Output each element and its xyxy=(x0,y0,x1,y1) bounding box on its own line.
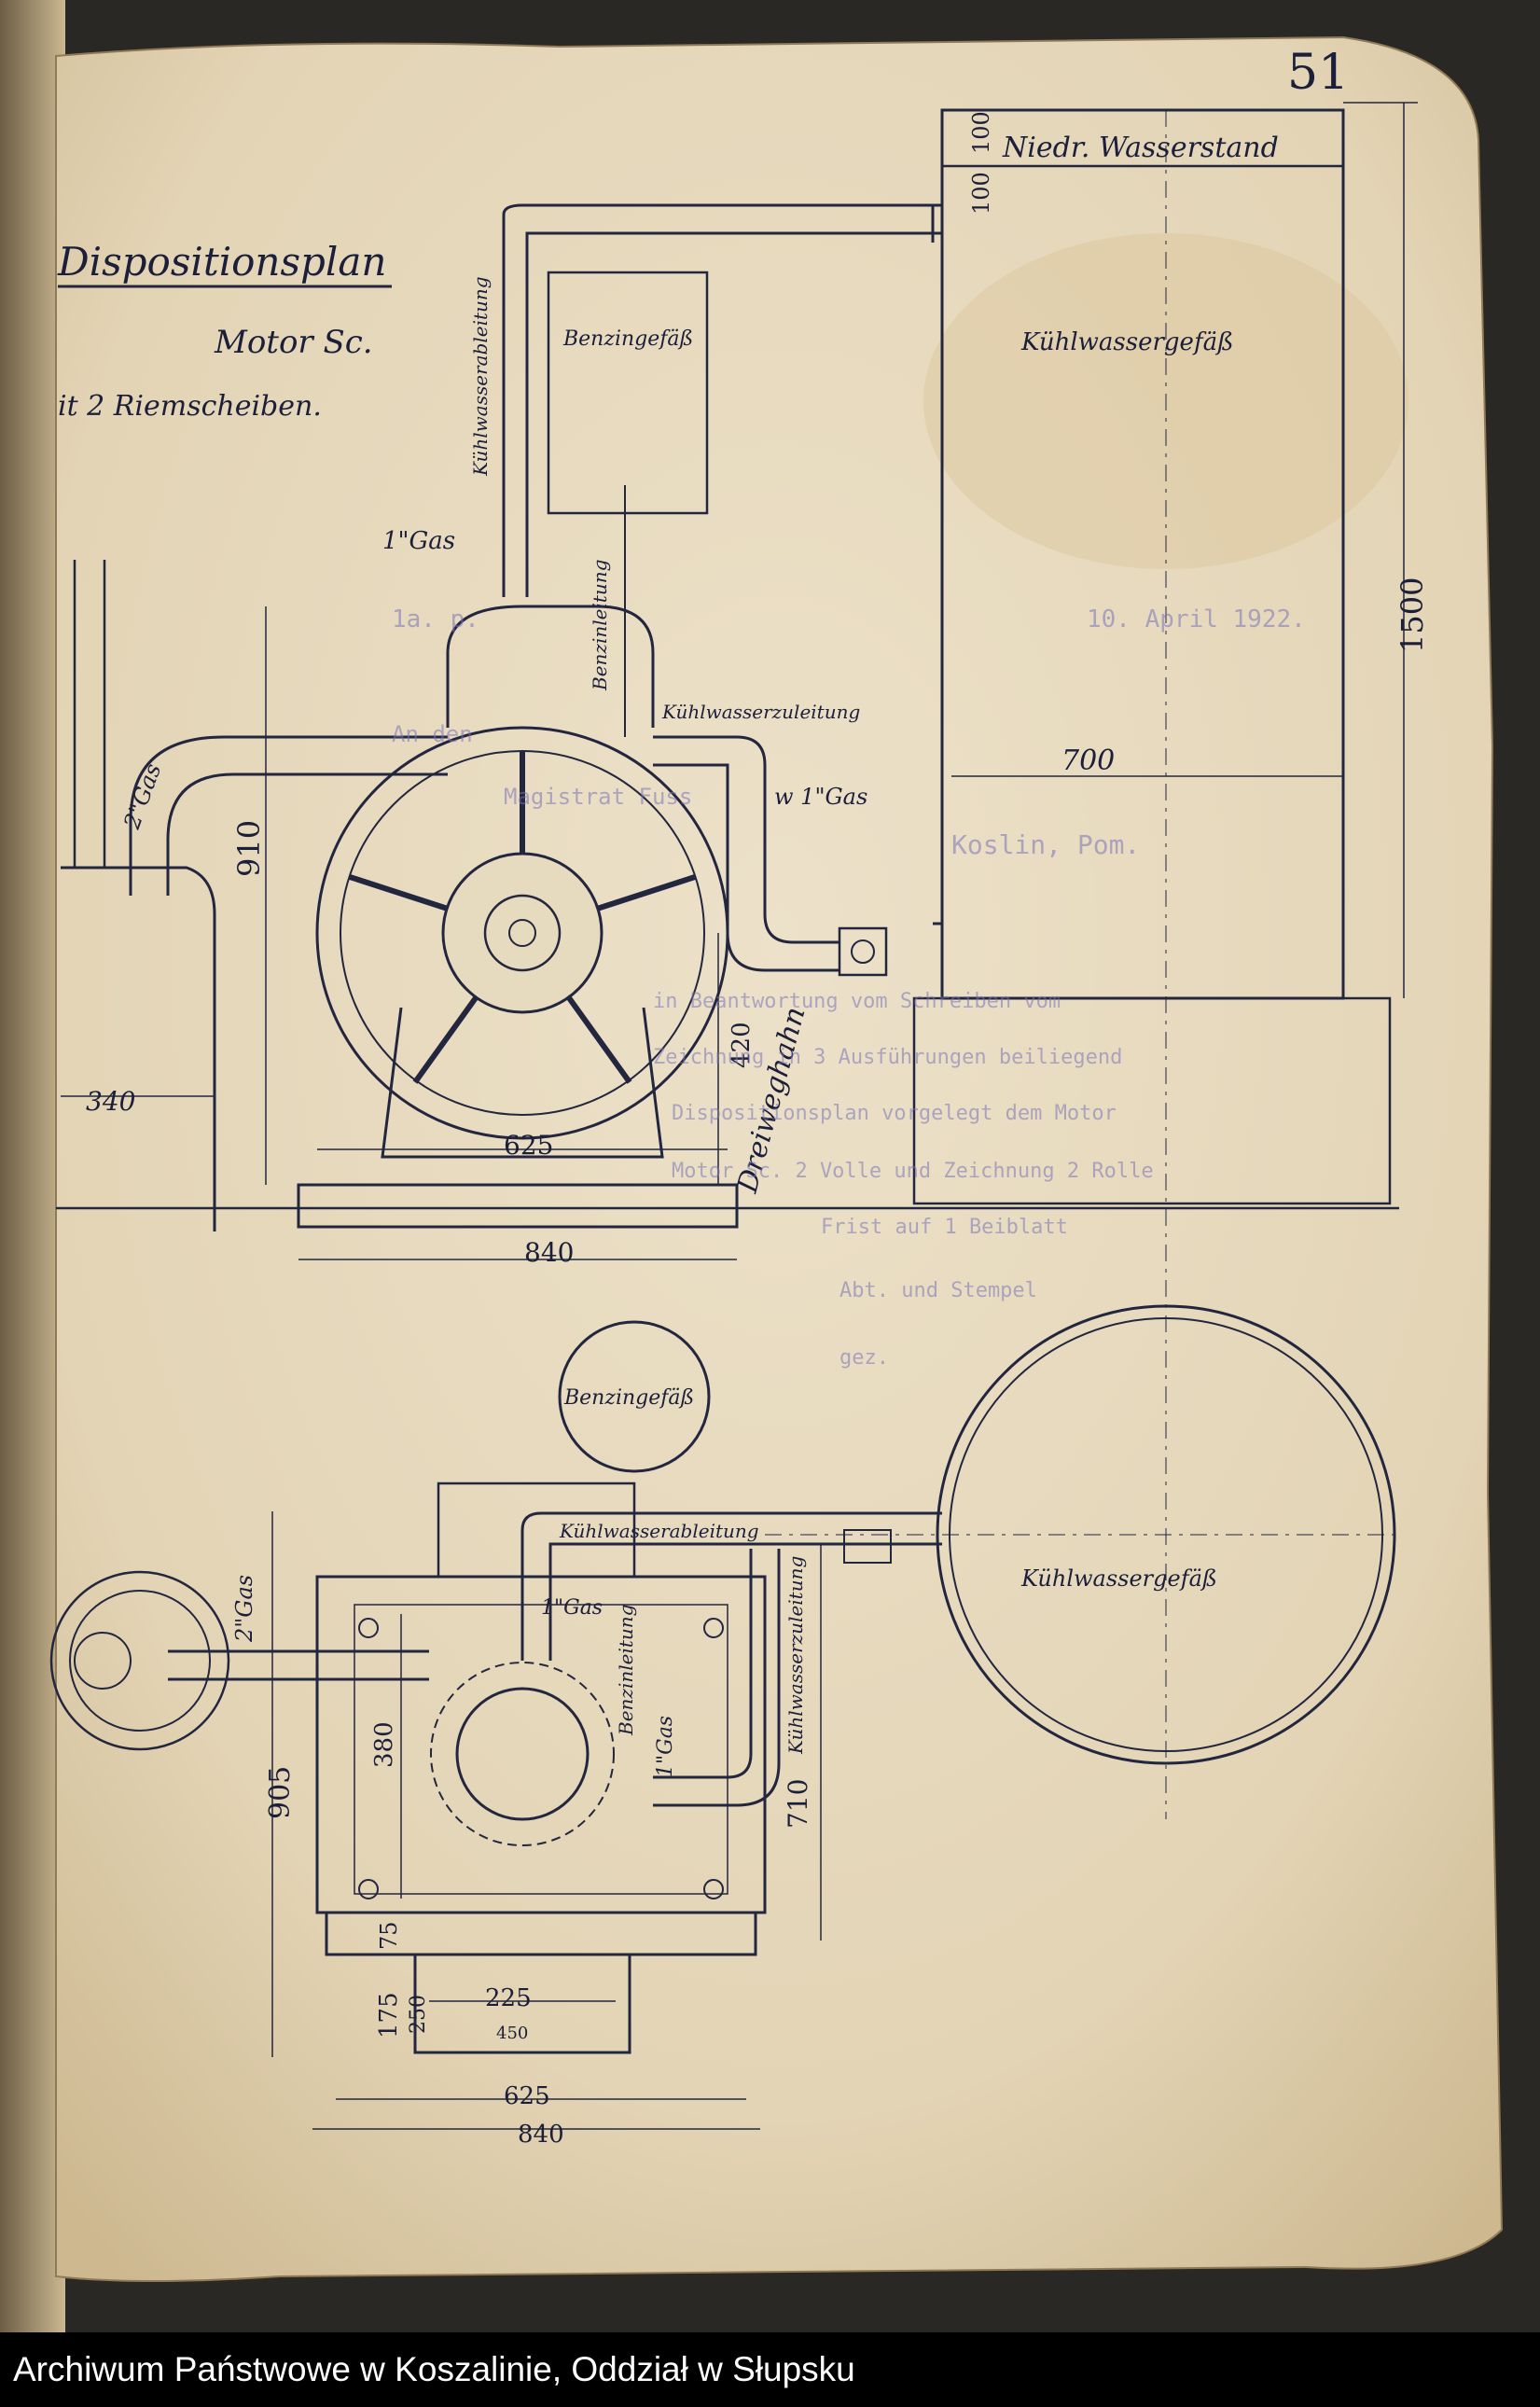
pencil-450: 450 xyxy=(496,2024,528,2043)
dim-840: 840 xyxy=(524,1237,574,1268)
flywheel-outer xyxy=(315,726,729,1140)
plan-gas-2: 2"Gas xyxy=(231,1575,257,1643)
stamp-line-3: An den xyxy=(392,721,473,747)
stamp-line-9: Motor Sc. 2 Volle und Zeichnung 2 Rolle xyxy=(672,1160,1154,1183)
dim-420: 420 xyxy=(728,1022,756,1068)
drawing-sheet: Dispositionsplan Motor Sc. it 2 Riemsche… xyxy=(0,0,1504,2332)
plan-gas-1: 1"Gas xyxy=(541,1596,603,1620)
dim-75: 75 xyxy=(376,1921,402,1950)
plan-supply-label: Kühlwasserzuleitung xyxy=(784,1556,807,1755)
plan-pipe-clamp xyxy=(843,1529,892,1564)
gas-1-mid: w 1"Gas xyxy=(774,784,867,810)
engine-frame-inner xyxy=(354,1604,728,1895)
cooling-discharge-label: Kühlwasserableitung xyxy=(469,276,492,477)
crank-disc xyxy=(441,852,604,1014)
stamp-line-4: Magistrat Fuss xyxy=(504,784,692,810)
dim-100-b: 100 xyxy=(968,172,994,215)
cooling-tank-plan-label: Kühlwassergefäß xyxy=(1020,1565,1217,1592)
engine-frame xyxy=(381,1007,664,1159)
dim-700: 700 xyxy=(1061,744,1115,777)
pulley-plan xyxy=(413,1953,631,2054)
three-way-valve-hub xyxy=(851,939,875,964)
stamp-line-10: Frist auf 1 Beiblatt xyxy=(821,1216,1068,1239)
tank-platform xyxy=(912,996,1392,1205)
dim-380: 380 xyxy=(370,1721,398,1768)
stamp-line-12: gez. xyxy=(839,1346,889,1370)
stamp-line-7: Zeichnung in 3 Ausführungen beiliegend xyxy=(653,1046,1122,1069)
dim-625: 625 xyxy=(504,1130,553,1161)
dim-910: 910 xyxy=(231,820,267,877)
cooling-supply-label: Kühlwasserzuleitung xyxy=(661,701,860,723)
cooling-discharge-pipe xyxy=(502,203,942,597)
stamp-line-2: 10. April 1922. xyxy=(1087,605,1306,633)
fuel-tank-plan-label: Benzingefäß xyxy=(563,1386,694,1410)
plan-gas-1-b: 1"Gas xyxy=(654,1716,677,1777)
sheet-subtitle: Motor Sc. xyxy=(214,324,373,361)
fuel-tank-plan xyxy=(558,1320,711,1473)
exhaust-pipe xyxy=(129,735,448,896)
plan-view: Kühlwassergefäß Benzingefäß Kühlwasserab… xyxy=(49,1304,1399,2149)
stamp-line-6: in Beantwortung vom Schreiben vom xyxy=(653,990,1061,1013)
dim-840b: 840 xyxy=(518,2121,564,2149)
cooling-tank-label: Kühlwassergefäß xyxy=(1020,328,1233,356)
dim-225: 225 xyxy=(485,1984,532,2012)
page-number: 51 xyxy=(1287,45,1349,101)
low-water-label: Niedr. Wasserstand xyxy=(1002,132,1279,164)
plan-discharge-pipe xyxy=(520,1511,942,1661)
plan-supply-pipe xyxy=(653,1549,781,1807)
sheet-title: Dispositionsplan xyxy=(57,239,386,285)
archive-footer: Archiwum Państwowe w Koszalinie, Oddział… xyxy=(0,2332,1540,2407)
fuel-line-label: Benzinleitung xyxy=(589,560,611,691)
dim-710: 710 xyxy=(783,1779,813,1829)
plan-fuel-line-label: Benzinleitung xyxy=(615,1605,637,1736)
dim-625b: 625 xyxy=(504,2082,550,2110)
stamp-line-8: Dispositionsplan vorgelegt dem Motor xyxy=(672,1102,1117,1125)
neighbour-flange-inner xyxy=(74,1632,132,1690)
dim-340: 340 xyxy=(86,1086,135,1117)
gas-1-upper: 1"Gas xyxy=(382,527,455,555)
pencil-250: 250 xyxy=(407,1995,430,2034)
left-page-edge xyxy=(0,0,65,2332)
crank-centre xyxy=(508,919,536,947)
stamp-line-1: 1a. p. xyxy=(392,605,479,633)
three-way-valve xyxy=(838,926,888,977)
typed-stamp: 1a. p. 10. April 1922. An den Magistrat … xyxy=(392,605,1306,1370)
neighbour-flange-outer xyxy=(49,1570,230,1751)
dim-100-a: 100 xyxy=(968,111,994,154)
neighbour-machine xyxy=(61,866,216,1231)
dim-175: 175 xyxy=(375,1992,403,2038)
cylinder-plan xyxy=(455,1687,590,1821)
stamp-line-5: Koslin, Pom. xyxy=(951,829,1140,860)
archive-caption: Archiwum Państwowe w Koszalinie, Oddział… xyxy=(13,2350,855,2388)
dim-1500: 1500 xyxy=(1394,577,1430,653)
crank-hub xyxy=(483,894,562,972)
paper-sheet xyxy=(55,35,1504,2282)
plan-exhaust-pipe xyxy=(168,1649,429,1681)
engine-base xyxy=(297,1183,739,1229)
cylinder-plan-ring xyxy=(430,1662,615,1846)
dim-905: 905 xyxy=(264,1766,297,1819)
sheet-note: it 2 Riemscheiben. xyxy=(58,390,322,423)
stamp-line-11: Abt. und Stempel xyxy=(839,1279,1037,1302)
fuel-tank-elevation xyxy=(547,271,709,515)
frame-bolts xyxy=(358,1618,724,1899)
plan-discharge-label: Kühlwasserableitung xyxy=(559,1520,759,1542)
fuel-tank-label: Benzingefäß xyxy=(562,327,693,351)
neighbour-flange xyxy=(69,1590,211,1732)
engine-cylinder xyxy=(446,605,655,728)
